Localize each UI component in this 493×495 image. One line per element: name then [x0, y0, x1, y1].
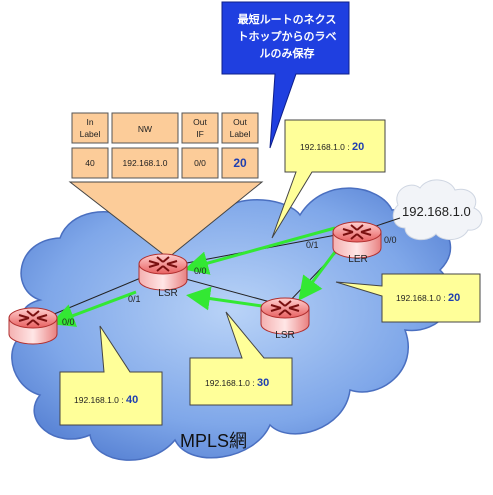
callout-box [221, 1, 350, 149]
note-right [335, 273, 481, 323]
table-header-text: Out [233, 117, 247, 127]
note-right-text: 192.168.1.0 : 20 [396, 292, 460, 304]
port-lsr-main-left: 0/1 [128, 294, 141, 304]
table-header-nw [111, 112, 179, 144]
external-cloud [392, 179, 483, 241]
note-middle [189, 311, 293, 406]
table-value-out-if: 0/0 [194, 158, 206, 168]
green-arrow-ler-to-lsr2 [298, 251, 337, 301]
table-header-in-label [71, 112, 109, 144]
table-header-out-label [221, 112, 259, 144]
table-header-text: Label [230, 129, 251, 139]
table-header-text: In [86, 117, 93, 127]
destination-network-label: 192.168.1.0 [402, 204, 471, 219]
table-value-out-label: 20 [233, 156, 247, 170]
table-header-text: IF [196, 129, 204, 139]
mpls-cloud-label: MPLS網 [180, 431, 247, 451]
callout-line-1: 最短ルートのネクス [238, 12, 337, 26]
green-arrow-ler-to-lsr [184, 226, 336, 275]
router-ler [332, 221, 382, 259]
port-ler-left: 0/1 [306, 240, 319, 250]
table-header-text: Out [193, 117, 207, 127]
router-lsr-lower [260, 297, 310, 335]
router-edge [8, 307, 58, 345]
port-lsr-main-right: 0/0 [194, 266, 207, 276]
table-header-text: NW [138, 124, 152, 134]
note-top-text: 192.168.1.0 : 20 [300, 141, 364, 153]
note-middle-text: 192.168.1.0 : 30 [205, 377, 269, 389]
callout-line-2: トホップからのラベ [238, 29, 337, 43]
table-value-nw: 192.168.1.0 [123, 158, 168, 168]
port-ler-right: 0/0 [384, 235, 397, 245]
port-edge-right: 0/0 [62, 317, 75, 327]
table-cell-out-label [221, 147, 259, 179]
table-cell-out-if [181, 147, 219, 179]
note-left-text: 192.168.1.0 : 40 [74, 394, 138, 406]
green-arrow-lsr-to-edge [50, 290, 137, 327]
table-funnel [68, 181, 264, 259]
table-cell-nw [111, 147, 179, 179]
table-header-out-if [181, 112, 219, 144]
router-label-ler: LER [348, 254, 367, 265]
router-label-lsr-lower: LSR [275, 330, 294, 341]
note-top [271, 119, 386, 239]
label-table: In Label NW Out IF Out Label 40 192.168.… [71, 112, 259, 179]
green-arrow-lsr2-to-lsr [186, 286, 263, 311]
callout-line-3: ルのみ保存 [260, 46, 315, 60]
table-cell-in-label [71, 147, 109, 179]
note-left [59, 325, 163, 426]
router-lsr-main [138, 253, 188, 291]
table-value-in-label: 40 [85, 158, 95, 168]
router-label-lsr-main: LSR [158, 288, 177, 299]
table-header-text: Label [80, 129, 101, 139]
